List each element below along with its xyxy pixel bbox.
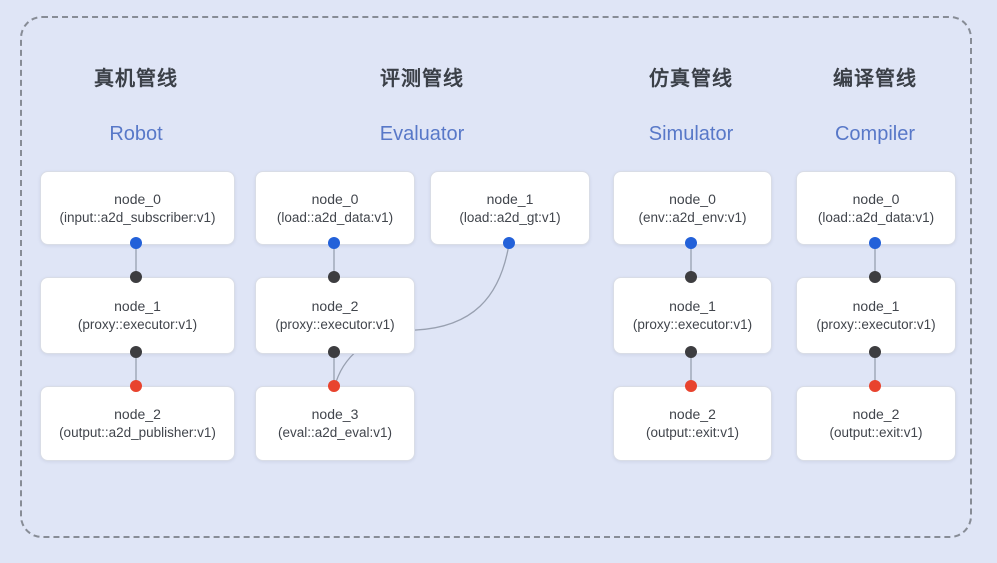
node-box-simulator-node0: node_0 (env::a2d_env:v1) xyxy=(613,171,772,245)
node-box-evaluator-node2: node_2 (proxy::executor:v1) xyxy=(255,277,415,354)
node-subtitle: (env::a2d_env:v1) xyxy=(638,209,747,225)
node-title: node_0 xyxy=(311,190,359,207)
node-title: node_2 xyxy=(852,406,900,422)
pipeline-title-en-simulator: Simulator xyxy=(648,123,734,145)
node-subtitle: (output::exit:v1) xyxy=(829,425,923,440)
node-title: node_1 xyxy=(669,298,716,314)
node-box-simulator-node2: node_2 (output::exit:v1) xyxy=(613,386,772,461)
node-title: node_0 xyxy=(114,190,161,207)
node-box-evaluator-node0: node_0 (load::a2d_data:v1) xyxy=(255,171,415,245)
pipeline-title-zh-compiler: 编译管线 xyxy=(833,68,917,90)
node-subtitle: (eval::a2d_eval:v1) xyxy=(277,425,393,440)
pipeline-title-zh-simulator: 仿真管线 xyxy=(649,68,733,90)
pipeline-title-en-evaluator: Evaluator xyxy=(379,123,465,145)
node-title: node_1 xyxy=(852,298,900,314)
node-title: node_1 xyxy=(114,298,161,314)
node-box-compiler-node1: node_1 (proxy::executor:v1) xyxy=(796,277,956,354)
node-subtitle: (proxy::executor:v1) xyxy=(77,317,198,332)
node-subtitle: (output::a2d_publisher:v1) xyxy=(59,425,216,440)
node-title: node_1 xyxy=(486,190,534,207)
pipeline-title-en-robot: Robot xyxy=(109,123,163,145)
node-box-evaluator-node1: node_1 (load::a2d_gt:v1) xyxy=(430,171,590,245)
pipeline-title-en-compiler: Compiler xyxy=(834,123,916,145)
dashed-border-frame xyxy=(20,16,972,538)
node-box-robot-node2: node_2 (output::a2d_publisher:v1) xyxy=(40,386,235,461)
node-box-evaluator-node3: node_3 (eval::a2d_eval:v1) xyxy=(255,386,415,461)
node-box-robot-node1: node_1 (proxy::executor:v1) xyxy=(40,277,235,354)
node-title: node_2 xyxy=(669,406,716,422)
node-title: node_0 xyxy=(669,190,716,207)
node-subtitle: (output::exit:v1) xyxy=(645,425,740,440)
node-subtitle: (proxy::executor:v1) xyxy=(816,317,936,332)
node-subtitle: (proxy::executor:v1) xyxy=(275,317,395,332)
node-subtitle: (load::a2d_data:v1) xyxy=(817,209,935,225)
node-box-compiler-node2: node_2 (output::exit:v1) xyxy=(796,386,956,461)
node-title: node_3 xyxy=(311,406,359,422)
node-subtitle: (load::a2d_gt:v1) xyxy=(459,209,561,225)
node-box-robot-node0: node_0 (input::a2d_subscriber:v1) xyxy=(40,171,235,245)
node-title: node_2 xyxy=(311,298,359,314)
node-subtitle: (input::a2d_subscriber:v1) xyxy=(59,209,216,225)
pipeline-title-zh-robot: 真机管线 xyxy=(94,68,178,90)
node-subtitle: (proxy::executor:v1) xyxy=(632,317,753,332)
node-subtitle: (load::a2d_data:v1) xyxy=(276,209,394,225)
node-title: node_0 xyxy=(852,190,900,207)
pipeline-title-zh-evaluator: 评测管线 xyxy=(380,68,464,90)
node-box-compiler-node0: node_0 (load::a2d_data:v1) xyxy=(796,171,956,245)
node-title: node_2 xyxy=(114,406,161,422)
node-box-simulator-node1: node_1 (proxy::executor:v1) xyxy=(613,277,772,354)
